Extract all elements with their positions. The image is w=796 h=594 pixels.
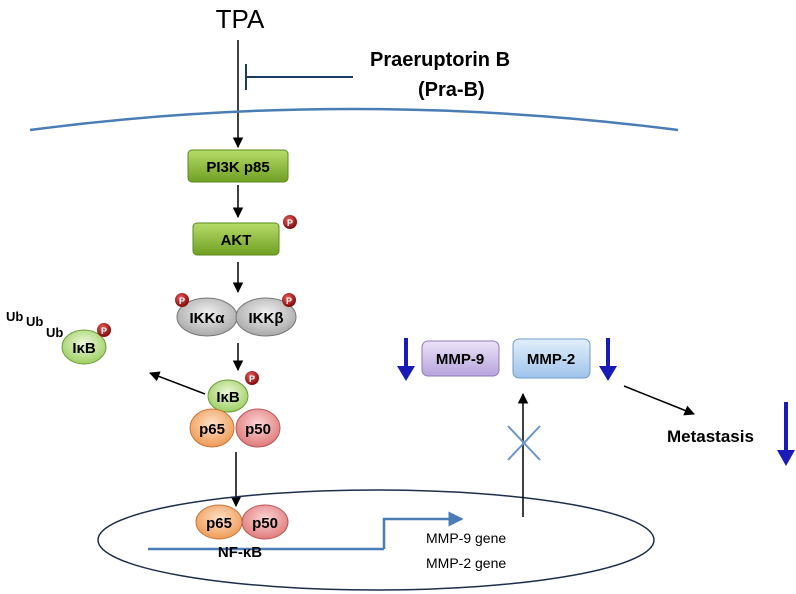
p50-cyto-label: p50 <box>245 421 271 438</box>
ikk-alpha-phospho-label: P <box>179 296 185 306</box>
mmp9-box <box>421 340 500 377</box>
mmp9-label: MMP-9 <box>436 351 484 368</box>
ikb-ub-phospho-icon <box>97 323 111 337</box>
ikb-label: IκB <box>216 389 240 406</box>
inhibitor-abbrev: (Pra-B) <box>418 79 485 101</box>
ikk-beta-phospho-label: P <box>286 296 292 306</box>
ikb-ellipse <box>207 379 249 413</box>
ikk-beta-ellipse <box>235 297 297 337</box>
ikk-alpha-label: IKKα <box>189 310 225 327</box>
mmp2-down-arrow-icon <box>599 338 617 381</box>
ub-label-1: Ub <box>6 309 23 324</box>
p50-cyto-ellipse <box>235 408 281 448</box>
p65-nuc-label: p65 <box>206 515 232 532</box>
akt-phospho-label: P <box>287 218 293 228</box>
ikb-phospho-label: P <box>249 374 255 384</box>
metastasis-down-arrow-icon <box>777 402 795 466</box>
p50-nuc-label: p50 <box>252 515 278 532</box>
akt-box <box>192 222 280 256</box>
mmp9-gene-label: MMP-9 gene <box>426 530 506 546</box>
pi3k-label: PI3K p85 <box>206 159 269 176</box>
nucleus <box>97 489 655 591</box>
ikb-ub-phospho-label: P <box>101 326 107 336</box>
ikb-ub-label: IκB <box>72 340 96 357</box>
arrow-mmp-to-metastasis <box>623 385 695 416</box>
pi3k-box <box>187 149 289 183</box>
arrow-ikb-degradation <box>149 371 206 395</box>
inhibitor-name: Praeruptorin B <box>370 49 510 71</box>
metastasis-label: Metastasis <box>667 427 754 446</box>
ikk-beta-phospho-icon <box>282 293 296 307</box>
mmp2-label: MMP-2 <box>527 351 575 368</box>
ikb-ub-ellipse <box>61 329 107 365</box>
mmp2-box <box>512 338 591 379</box>
cell-membrane <box>29 107 679 132</box>
ikb-phospho-icon <box>245 371 259 385</box>
nfkb-label: NF-κB <box>218 544 262 561</box>
ub-label-2: Ub <box>26 314 43 329</box>
ikk-beta-label: IKKβ <box>249 310 284 327</box>
mmp9-down-arrow-icon <box>397 338 415 381</box>
ikk-alpha-phospho-icon <box>175 293 189 307</box>
tpa-label: TPA <box>216 4 265 34</box>
akt-label: AKT <box>221 232 252 249</box>
block-cross-2 <box>507 425 541 461</box>
p50-nuc-ellipse <box>241 504 289 540</box>
p65-cyto-label: p65 <box>199 421 225 438</box>
akt-phospho-icon <box>283 215 297 229</box>
mmp2-gene-label: MMP-2 gene <box>426 555 506 571</box>
promoter-arrow <box>382 511 464 549</box>
p65-cyto-ellipse <box>189 408 235 448</box>
ub-label-3: Ub <box>46 325 63 340</box>
